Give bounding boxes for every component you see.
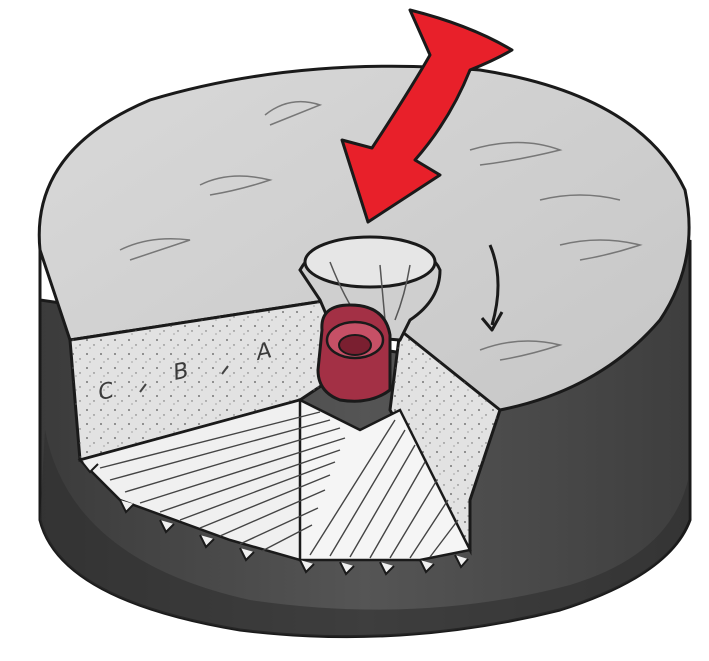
rynd-ring xyxy=(318,305,390,401)
